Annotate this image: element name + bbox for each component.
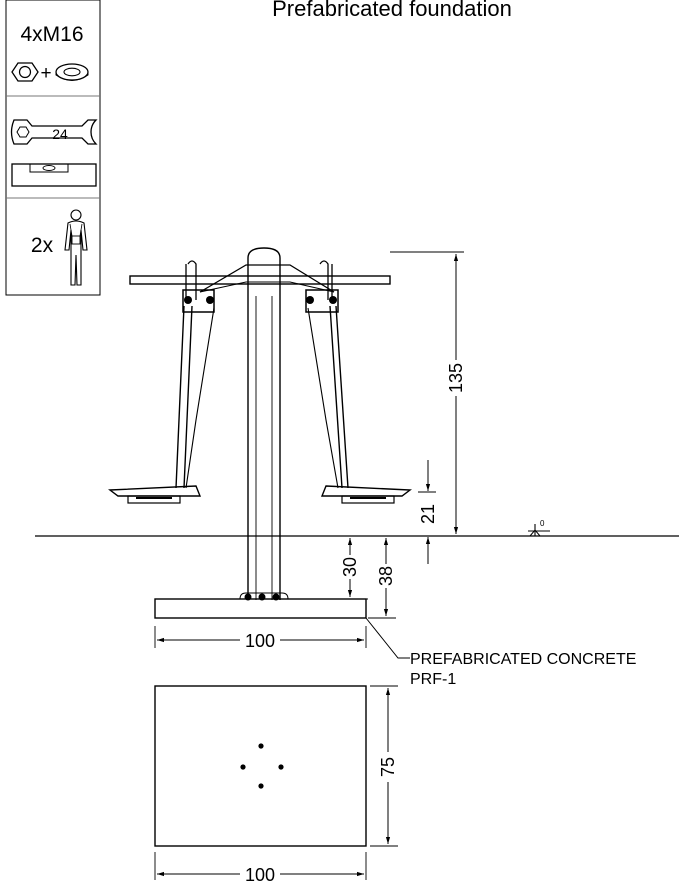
fastener-join-symbol: + (40, 63, 51, 84)
dimension-foundation-width-front: 100 (154, 626, 367, 651)
foundation-depth-bottom-value: 38 (376, 566, 396, 586)
foundation-depth-top-value: 30 (340, 557, 360, 577)
ground-level-marker: 0 (528, 519, 550, 537)
installers-count-label: 2x (31, 234, 54, 257)
concrete-foundation (154, 592, 367, 619)
main-post (247, 247, 281, 600)
callout-line-1: PREFABRICATED CONCRETE (410, 651, 636, 668)
handle-bar (129, 275, 391, 285)
worker-icon (64, 209, 88, 286)
foundation-width-front-value: 100 (245, 631, 275, 651)
ground-level-label: 0 (540, 519, 545, 528)
washer-icon (55, 63, 89, 81)
fastener-count-label: 4xM16 (20, 23, 83, 46)
foundation-length-value: 75 (378, 757, 398, 777)
total-height-value: 135 (446, 363, 466, 393)
dimension-foundation-width-plan: 100 (154, 852, 367, 883)
equipment-elevation (108, 247, 412, 600)
step-height-value: 21 (418, 504, 438, 524)
spirit-level-icon (11, 163, 97, 187)
dimension-total-height: 135 (390, 251, 466, 534)
wrench-size-label: 24 (52, 126, 68, 142)
foundation-callout: PREFABRICATED CONCRETE PRF-1 (365, 617, 636, 688)
right-swing-arm (305, 260, 412, 504)
foundation-plan-view (154, 685, 367, 847)
dimension-depth-top: 30 (340, 538, 368, 600)
dimension-foundation-length: 75 (370, 685, 398, 847)
wrench-icon (10, 119, 98, 145)
foundation-width-plan-value: 100 (245, 865, 275, 883)
left-swing-arm (108, 260, 215, 504)
dimension-step-height: 21 (418, 460, 438, 564)
nut-icon (11, 62, 39, 82)
drawing-title: Prefabricated foundation (272, 0, 512, 21)
callout-line-2: PRF-1 (410, 671, 456, 688)
dimension-depth-bottom: 38 (368, 538, 396, 619)
tool-panel: 4xM16 + 24 2x (5, 0, 101, 296)
